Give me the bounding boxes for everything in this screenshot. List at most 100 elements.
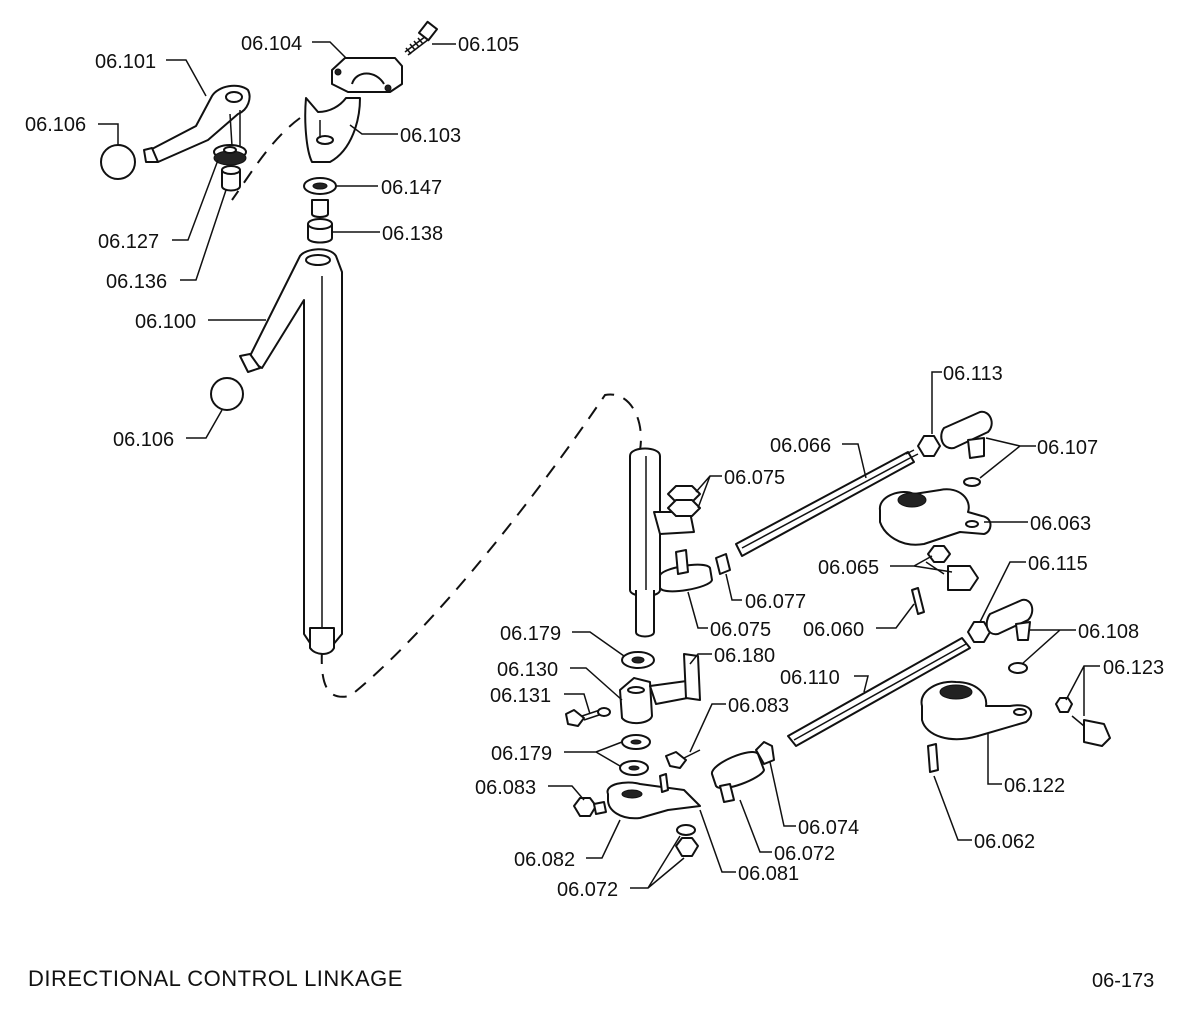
leader-06-083a	[689, 703, 726, 753]
roll-pin-lower-part	[927, 743, 939, 773]
leader-06-130	[570, 667, 623, 701]
label-06-147: 06.147	[381, 177, 442, 199]
label-06-075b: 06.075	[710, 619, 771, 641]
leader-06-180	[689, 653, 712, 665]
label-06-101: 06.101	[95, 51, 156, 73]
label-06-104: 06.104	[241, 33, 302, 55]
label-06-060: 06.060	[803, 619, 864, 641]
label-06-072a: 06.072	[774, 843, 835, 865]
label-06-127: 06.127	[98, 231, 159, 253]
label-06-107: 06.107	[1037, 437, 1098, 459]
clamp-arm-upper-part	[878, 488, 992, 546]
bushing-part	[221, 165, 241, 192]
clamp-base-part	[304, 97, 361, 163]
leader-06-107	[979, 437, 1036, 479]
thrust-washer-part	[303, 177, 337, 195]
label-06-083a: 06.083	[728, 695, 789, 717]
leader-06-082	[586, 819, 621, 859]
leader-06-115	[979, 561, 1026, 623]
leader-06-122	[987, 734, 1002, 785]
swivel-washer-part	[621, 651, 655, 669]
label-06-081: 06.081	[738, 863, 799, 885]
label-06-106a: 06.106	[25, 114, 86, 136]
leader-06-131	[564, 693, 591, 715]
crank-bolt-part	[665, 749, 701, 769]
washer-stack-part	[213, 144, 247, 166]
label-06-131: 06.131	[490, 685, 551, 707]
dashed-connector-upper	[231, 117, 301, 201]
label-06-115: 06.115	[1028, 553, 1088, 575]
diagram-title: DIRECTIONAL CONTROL LINKAGE	[28, 966, 403, 991]
label-06-062: 06.062	[974, 831, 1035, 853]
leader-06-179b	[564, 741, 623, 767]
label-06-100: 06.100	[135, 311, 196, 333]
tee-fitting-part	[659, 549, 731, 593]
nut-and-bolt-lower-part	[1055, 697, 1111, 747]
link-rod-end-part	[711, 741, 775, 803]
label-06-138: 06.138	[382, 223, 443, 245]
leader-06-060	[876, 603, 915, 629]
label-06-180: 06.180	[714, 645, 775, 667]
leader-06-101	[166, 59, 207, 97]
leader-06-106b	[186, 409, 223, 439]
label-06-106b: 06.106	[113, 429, 174, 451]
leader-06-104	[312, 41, 347, 59]
clamp-arm-lower-part	[920, 680, 1033, 741]
leader-06-072b	[630, 835, 685, 889]
leader-06-106a	[98, 123, 119, 145]
label-06-083b: 06.083	[475, 777, 536, 799]
leader-06-065	[890, 555, 953, 573]
label-06-074: 06.074	[798, 817, 859, 839]
leader-06-110	[854, 675, 869, 693]
leader-06-077	[725, 573, 742, 601]
label-06-105: 06.105	[458, 34, 519, 56]
leader-06-066	[842, 443, 867, 479]
o-ring-lower-part	[210, 377, 244, 411]
leader-06-074	[769, 761, 796, 827]
leader-06-083b	[548, 785, 585, 801]
leader-06-113	[931, 371, 942, 434]
label-06-122: 06.122	[1004, 775, 1065, 797]
clamp-cap-part	[331, 57, 403, 93]
label-06-113: 06.113	[943, 363, 1003, 385]
label-06-108: 06.108	[1078, 621, 1139, 643]
leader-06-075a	[695, 475, 722, 509]
hex-nut-stack-part	[667, 485, 701, 517]
leader-06-136	[180, 189, 227, 281]
upper-lever-arm-part	[143, 84, 251, 163]
leader-06-123	[1065, 665, 1100, 716]
spacer-part	[307, 199, 333, 244]
label-06-075a: 06.075	[724, 467, 785, 489]
label-06-103: 06.103	[400, 125, 461, 147]
jam-nut-upper-part	[917, 435, 941, 457]
nut-and-bolt-upper-part	[925, 545, 979, 591]
figure-code: 06-173	[1092, 970, 1155, 992]
leader-06-062	[933, 775, 972, 841]
lower-tie-rod-part	[787, 637, 971, 747]
dashed-connector-lower	[320, 393, 642, 698]
lower-nut-stack-part	[675, 824, 699, 857]
label-06-179a: 06.179	[500, 623, 561, 645]
label-06-123: 06.123	[1103, 657, 1164, 679]
label-06-077: 06.077	[745, 591, 806, 613]
bell-crank-part	[606, 773, 701, 820]
leader-06-127	[172, 159, 219, 241]
label-06-130: 06.130	[497, 659, 558, 681]
label-06-110: 06.110	[780, 667, 840, 689]
lower-column-part	[629, 447, 695, 638]
roll-pin-upper-part	[911, 587, 925, 615]
leader-06-081	[699, 809, 736, 873]
support-bracket-part	[619, 653, 701, 724]
label-06-072b: 06.072	[557, 879, 618, 901]
bracket-bolt-part	[565, 707, 611, 727]
ball-joint-lower-part	[985, 598, 1034, 674]
o-ring-upper-part	[100, 144, 136, 180]
screw-part	[404, 20, 439, 56]
leader-06-103	[349, 124, 398, 135]
crank-nut-part	[573, 797, 607, 817]
spacer-washers-part	[619, 734, 651, 776]
leader-06-179a	[572, 631, 625, 657]
label-06-082: 06.082	[514, 849, 575, 871]
